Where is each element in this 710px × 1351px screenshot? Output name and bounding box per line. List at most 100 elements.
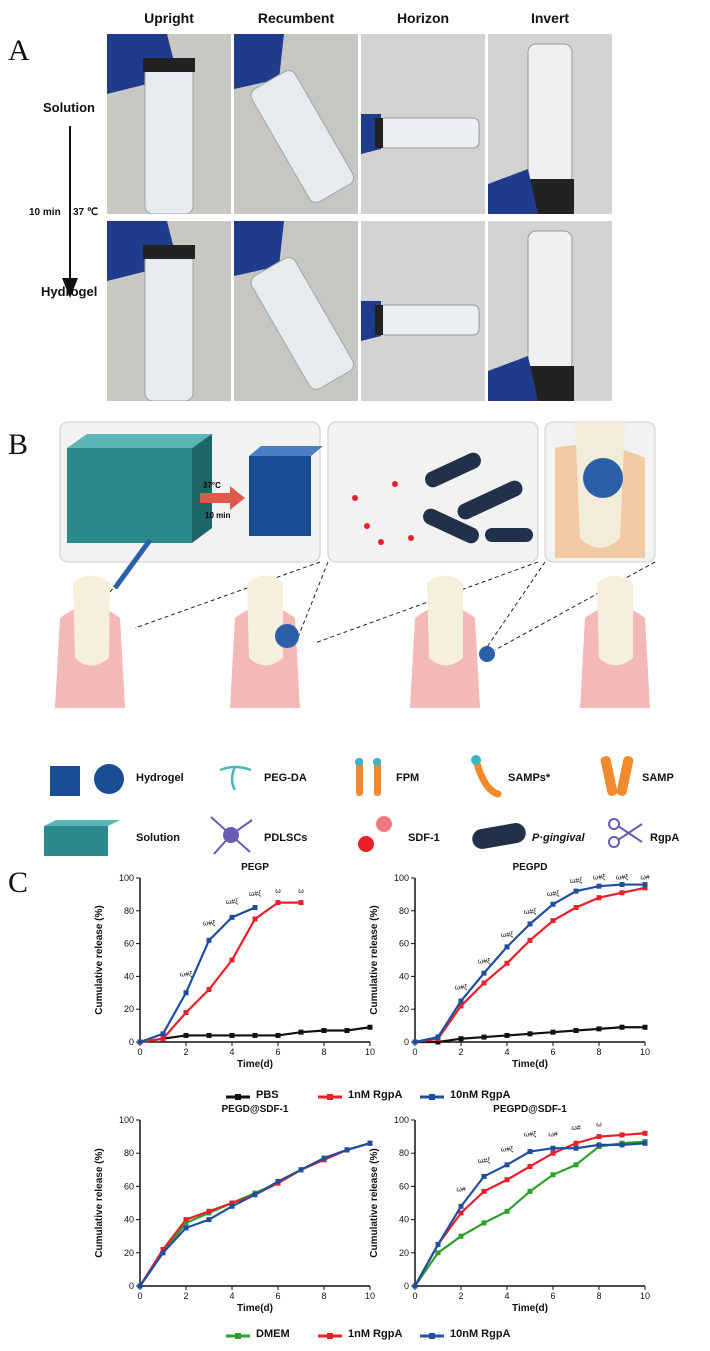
legend-rgpa: RgpA	[650, 832, 680, 844]
x-tick-label: 2	[183, 1291, 188, 1301]
data-point-10nm-rgpa	[642, 882, 648, 888]
data-point-10nm-rgpa	[596, 1142, 602, 1148]
significance-label: ω#	[456, 1186, 465, 1193]
y-tick-label: 20	[124, 1248, 134, 1258]
data-point-10nm-rgpa	[458, 998, 464, 1004]
legend-samps-star: SAMPs*	[508, 772, 551, 784]
data-point-pbs	[550, 1029, 556, 1035]
y-tick-label: 80	[124, 1148, 134, 1158]
data-point-10nm-rgpa	[206, 937, 212, 943]
x-tick-label: 10	[640, 1047, 650, 1057]
legend-release-bottom: DMEM 1nM RgpA 10nM RgpA	[226, 1328, 566, 1344]
data-point-1nm-rgpa	[527, 937, 533, 943]
y-tick-label: 40	[399, 1215, 409, 1225]
data-point-pbs	[275, 1032, 281, 1038]
data-point-1nm-rgpa	[504, 960, 510, 966]
data-point-pbs	[252, 1032, 258, 1038]
legend-swatch-10nm	[420, 1094, 444, 1100]
data-point-pbs	[504, 1032, 510, 1038]
data-point-1nm-rgpa	[458, 1003, 464, 1009]
x-tick-label: 0	[137, 1047, 142, 1057]
photo-solution-recumbent	[234, 34, 358, 214]
syringe-icon	[112, 538, 153, 590]
data-point-10nm-rgpa	[137, 1039, 143, 1045]
photo-hydrogel-invert	[488, 221, 612, 401]
bacteria-icon	[472, 823, 526, 849]
data-point-1nm-rgpa	[206, 987, 212, 993]
data-point-10nm-rgpa	[160, 1031, 166, 1037]
data-point-10nm-rgpa	[412, 1039, 418, 1045]
y-tick-label: 60	[399, 1181, 409, 1191]
panel-letter-b: B	[8, 428, 29, 461]
significance-label: ω#ξ	[478, 1158, 491, 1165]
data-point-1nm-rgpa	[596, 1134, 602, 1140]
x-tick-label: 8	[321, 1047, 326, 1057]
data-point-1nm-rgpa	[252, 916, 258, 922]
significance-label: ω#	[571, 1125, 580, 1132]
solution-block-icon	[44, 820, 120, 856]
x-tick-label: 2	[458, 1291, 463, 1301]
data-point-10nm-rgpa	[619, 1142, 625, 1148]
legend-p-gingival: P·gingival	[532, 832, 585, 844]
data-point-10nm-rgpa	[481, 970, 487, 976]
hydrogel-sphere-icon	[94, 764, 124, 794]
x-axis-label: Time(d)	[512, 1303, 548, 1314]
data-point-10nm-rgpa	[160, 1250, 166, 1256]
data-point-10nm-rgpa	[435, 1034, 441, 1040]
data-point-dmem	[550, 1172, 556, 1178]
data-point-pbs	[344, 1028, 350, 1034]
series-line-1nm-rgpa	[414, 1132, 646, 1287]
data-point-1nm-rgpa	[275, 900, 281, 906]
significance-label: ω	[275, 888, 281, 895]
y-tick-label: 80	[124, 906, 134, 916]
data-point-pbs	[298, 1029, 304, 1035]
data-point-pbs	[573, 1028, 579, 1034]
legend-swatch-dmem	[226, 1333, 250, 1339]
arrow-label-time: 10 min	[29, 207, 61, 218]
legend-pdlscs: PDLSCs	[264, 832, 308, 844]
y-tick-label: 40	[399, 971, 409, 981]
data-point-1nm-rgpa	[458, 1210, 464, 1216]
y-tick-label: 60	[124, 939, 134, 949]
data-point-10nm-rgpa	[321, 1155, 327, 1161]
data-point-pbs	[527, 1031, 533, 1037]
data-point-10nm-rgpa	[344, 1147, 350, 1153]
photo-solution-upright	[107, 34, 231, 214]
x-tick-label: 6	[275, 1047, 280, 1057]
column-header-horizon: Horizon	[396, 10, 450, 26]
data-point-dmem	[481, 1220, 487, 1226]
x-tick-label: 0	[137, 1291, 142, 1301]
data-point-10nm-rgpa	[275, 1178, 281, 1184]
significance-label: ω#ξ	[226, 899, 239, 906]
data-point-10nm-rgpa	[412, 1283, 418, 1289]
data-point-1nm-rgpa	[550, 918, 556, 924]
legend-label-1nm-rgpa: 1nM RgpA	[348, 1089, 403, 1101]
data-point-10nm-rgpa	[504, 1162, 510, 1168]
y-tick-label: 60	[124, 1181, 134, 1191]
peg-da-chain-icon	[219, 765, 252, 791]
x-tick-label: 2	[458, 1047, 463, 1057]
legend-label-10nm-rgpa: 10nM RgpA	[450, 1089, 511, 1101]
data-point-1nm-rgpa	[481, 1188, 487, 1194]
data-point-10nm-rgpa	[137, 1283, 143, 1289]
significance-label: ω	[596, 1122, 602, 1129]
data-point-1nm-rgpa	[642, 1130, 648, 1136]
legend-release-top: PBS 1nM RgpA 10nM RgpA	[226, 1089, 556, 1105]
significance-label: ω#	[548, 1132, 557, 1139]
data-point-1nm-rgpa	[550, 1150, 556, 1156]
data-point-1nm-rgpa	[160, 1246, 166, 1252]
data-point-10nm-rgpa	[458, 1203, 464, 1209]
legend-label-dmem: DMEM	[256, 1328, 290, 1340]
stem-cell-icon	[210, 816, 253, 855]
svg-text:37°C: 37°C	[203, 481, 221, 490]
arrow-label-temperature: 37 ℃	[73, 207, 99, 218]
y-tick-label: 0	[129, 1281, 134, 1291]
data-point-1nm-rgpa	[504, 1177, 510, 1183]
data-point-1nm-rgpa	[160, 1036, 166, 1042]
data-point-pbs	[367, 1024, 373, 1030]
y-tick-label: 20	[399, 1248, 409, 1258]
legend-sdf-1: SDF-1	[408, 832, 440, 844]
photo-solution-invert	[488, 34, 612, 214]
